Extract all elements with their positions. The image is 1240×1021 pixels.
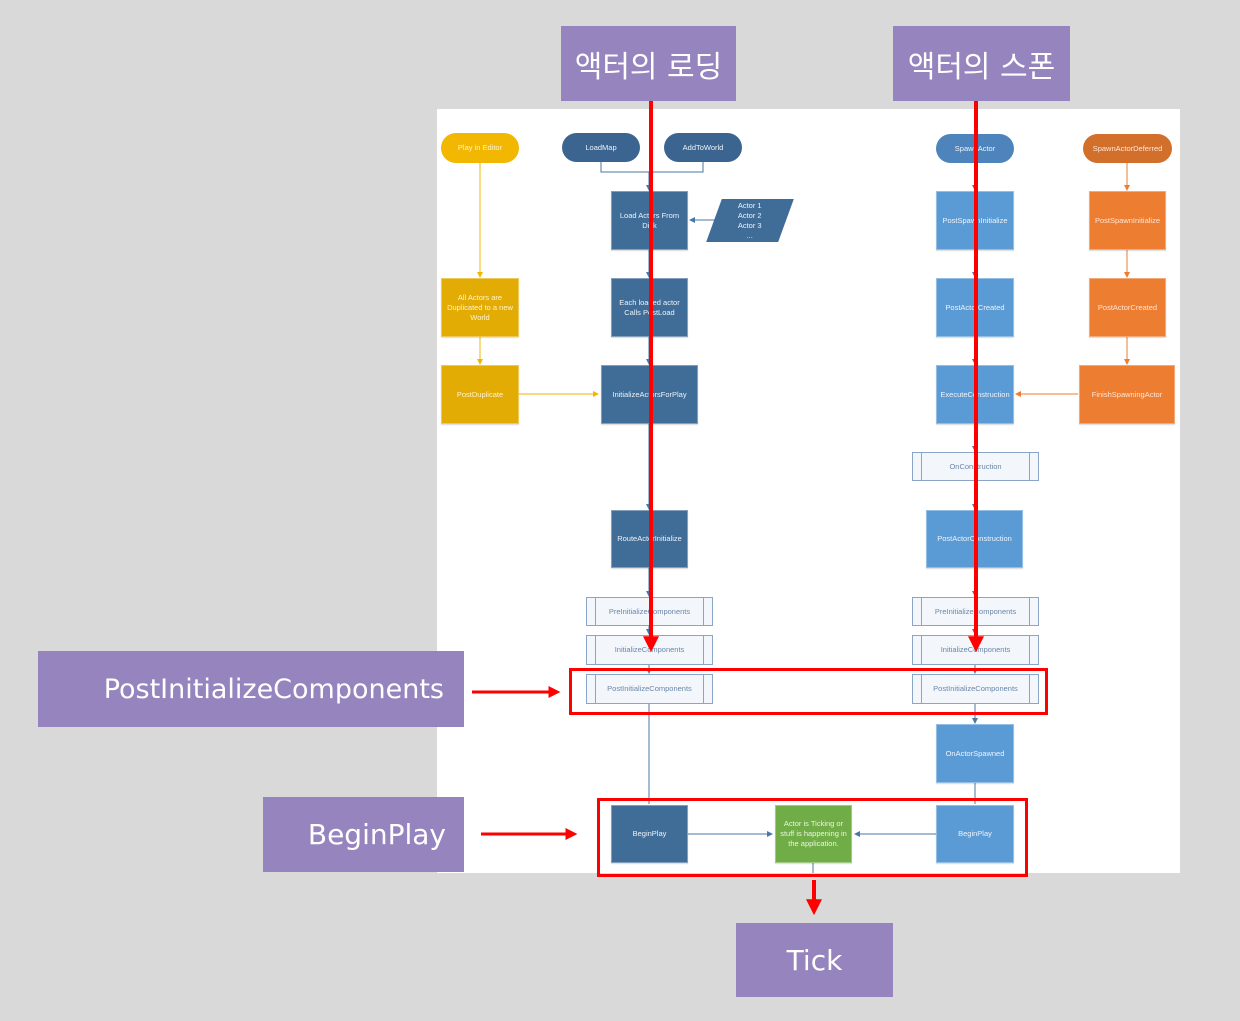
node-spawn-post-initialize-components: PostInitializeComponents — [912, 674, 1039, 704]
node-on-construction: OnConstruction — [912, 452, 1039, 481]
node-spawn-post-spawn-initialize: PostSpawnInitialize — [936, 191, 1014, 250]
node-spawn-begin-play: BeginPlay — [936, 805, 1014, 863]
callout-actor-loading: 액터의 로딩 — [561, 26, 736, 101]
node-each-loaded-actor: Each loaded actor Calls PostLoad — [611, 278, 688, 337]
node-initialize-actors-for-play: InitializeActorsForPlay — [601, 365, 698, 424]
node-deferred-post-spawn-initialize: PostSpawnInitialize — [1089, 191, 1166, 250]
node-load-pre-initialize-components: PreInitializeComponents — [586, 597, 713, 626]
node-load-begin-play: BeginPlay — [611, 805, 688, 863]
node-spawn-post-actor-created: PostActorCreated — [936, 278, 1014, 337]
node-finish-spawning-actor: FinishSpawningActor — [1079, 365, 1175, 424]
node-execute-construction: ExecuteConstruction — [936, 365, 1014, 424]
node-load-map: LoadMap — [562, 133, 640, 162]
node-load-actors-from-disk: Load Actors From Disk — [611, 191, 688, 250]
callout-begin-play: BeginPlay — [263, 797, 464, 872]
node-spawn-actor: SpawnActor — [936, 134, 1014, 163]
actor-list-text: Actor 1 Actor 2 Actor 3 ... — [738, 200, 762, 240]
node-on-actor-spawned: OnActorSpawned — [936, 724, 1014, 783]
node-add-to-world: AddToWorld — [664, 133, 742, 162]
node-actor-ticking: Actor is Ticking or stuff is happening i… — [775, 805, 852, 863]
diagram-canvas — [437, 109, 1180, 873]
node-deferred-post-actor-created: PostActorCreated — [1089, 278, 1166, 337]
node-load-post-initialize-components: PostInitializeComponents — [586, 674, 713, 704]
node-post-actor-construction: PostActorConstruction — [926, 510, 1023, 568]
node-spawn-pre-initialize-components: PreInitializeComponents — [912, 597, 1039, 626]
callout-actor-spawning: 액터의 스폰 — [893, 26, 1070, 101]
node-all-actors-duplicated: All Actors are Duplicated to a new World — [441, 278, 519, 337]
node-route-actor-initialize: RouteActorInitialize — [611, 510, 688, 568]
callout-tick: Tick — [736, 923, 893, 997]
callout-post-initialize-components: PostInitializeComponents — [38, 651, 464, 727]
node-load-initialize-components: InitializeComponents — [586, 635, 713, 665]
node-spawn-initialize-components: InitializeComponents — [912, 635, 1039, 665]
node-post-duplicate: PostDuplicate — [441, 365, 519, 424]
node-play-in-editor: Play in Editor — [441, 133, 519, 163]
node-spawn-actor-deferred: SpawnActorDeferred — [1083, 134, 1172, 163]
